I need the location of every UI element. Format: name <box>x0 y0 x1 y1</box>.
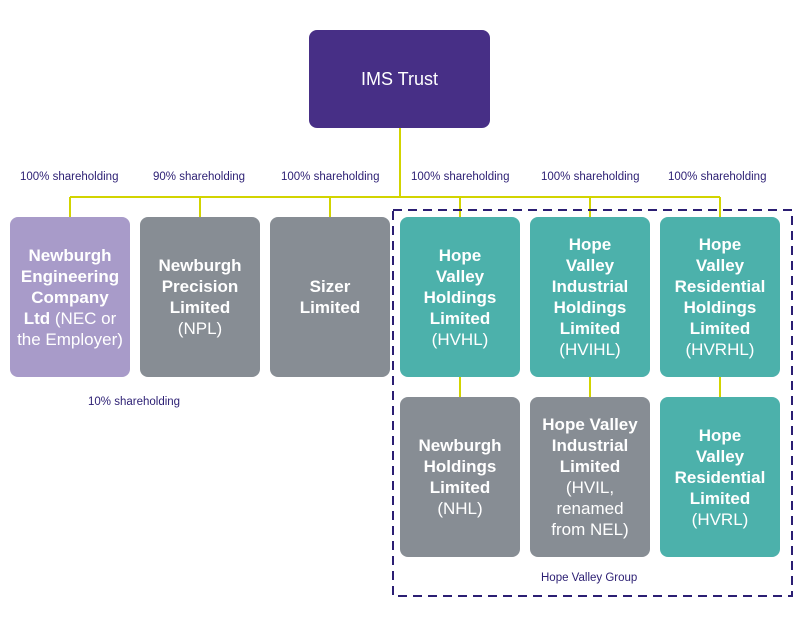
entity-name-line: Ltd <box>23 308 51 328</box>
nec-box: Newburgh Engineering Company Ltd (NEC or… <box>10 217 130 377</box>
entity-abbr-line: (HVRL) <box>691 509 749 529</box>
hvihl-box: Hope Valley Industrial Holdings Limited … <box>530 217 650 377</box>
shareholding-label-nec: 100% shareholding <box>20 171 119 183</box>
hvhl-box: Hope Valley Holdings Limited (HVHL) <box>400 217 520 377</box>
entity-name-line: Holdings <box>423 287 497 307</box>
hvil-box: Hope Valley Industrial Limited (HVIL, re… <box>530 397 650 557</box>
ims-trust-box: IMS Trust <box>309 30 490 128</box>
entity-abbr-line: (HVIHL) <box>559 340 621 359</box>
entity-name-line: Newburgh <box>28 245 112 265</box>
hvrhl-box: Hope Valley Residential Holdings Limited… <box>660 217 780 377</box>
entity-name-line: Precision <box>161 277 239 296</box>
entity-name-line: Industrial <box>551 436 629 455</box>
entity-abbr-line: from NEL) <box>551 520 629 539</box>
entity-name-line: Limited <box>689 488 751 508</box>
entity-abbr-line: (NHL) <box>437 499 483 518</box>
nhl-box: Newburgh Holdings Limited (NHL) <box>400 397 520 557</box>
shareholding-label-sizer: 100% shareholding <box>281 171 380 183</box>
entity-name-line: Hope Valley <box>542 415 638 434</box>
entity-abbr-line: (NPL) <box>177 319 223 338</box>
hvrl-box: Hope Valley Residential Limited (HVRL) <box>660 397 780 557</box>
entity-name-line: Newburgh <box>158 256 242 275</box>
entity-abbr-line: (HVIL, <box>565 478 615 497</box>
entity-name-line: Residential <box>674 467 766 487</box>
entity-abbr-line: (HVRHL) <box>685 340 755 359</box>
entity-name-line: Limited <box>429 308 491 328</box>
entity-name-line: Industrial <box>551 277 629 296</box>
hope-valley-group-label: Hope Valley Group <box>541 572 638 584</box>
entity-name-line: Limited <box>559 457 621 476</box>
ims-trust-label: IMS Trust <box>360 68 438 89</box>
shareholding-label-hvhl: 100% shareholding <box>411 171 510 183</box>
entity-name-line: Valley <box>695 446 745 466</box>
shareholding-label-nec-ten-percent: 10% shareholding <box>88 396 181 408</box>
entity-name-line: Limited <box>169 298 231 317</box>
entity-name-line: Sizer <box>309 277 351 296</box>
entity-name-line: Valley <box>695 256 745 275</box>
entity-name-line: Hope <box>698 425 742 445</box>
entity-name-line: Hope <box>698 235 742 254</box>
hope-valley-group-boundary <box>392 209 793 597</box>
entity-name-line: Holdings <box>683 298 757 317</box>
entity-name-line: Newburgh <box>418 436 502 455</box>
entity-name-line: Holdings <box>423 457 497 476</box>
entity-name-line: Limited <box>429 478 491 497</box>
entity-name-line: Valley <box>435 266 485 286</box>
entity-abbr-line: the Employer) <box>17 329 123 349</box>
entity-name-line: Hope <box>568 235 612 254</box>
sizer-box: Sizer Limited <box>270 217 390 377</box>
entity-name-line: Hope <box>438 245 482 265</box>
entity-name-line: Limited <box>689 319 751 338</box>
entity-name-line: Residential <box>674 277 766 296</box>
shareholding-label-hvrhl: 100% shareholding <box>668 171 767 183</box>
entity-name-line: Limited <box>299 298 361 317</box>
entity-abbr-line: (HVHL) <box>431 329 489 349</box>
entity-name-line: Company <box>31 287 109 307</box>
entity-name-line: Holdings <box>553 298 627 317</box>
entity-name-line: Limited <box>559 319 621 338</box>
shareholding-label-hvihl: 100% shareholding <box>541 171 640 183</box>
npl-box: Newburgh Precision Limited (NPL) <box>140 217 260 377</box>
entity-name-line: Engineering <box>20 266 120 286</box>
entity-name-line: Valley <box>565 256 615 275</box>
entity-abbr-line: renamed <box>556 499 624 518</box>
entity-abbr-line: (NEC or <box>50 308 117 328</box>
shareholding-label-npl: 90% shareholding <box>153 171 246 183</box>
